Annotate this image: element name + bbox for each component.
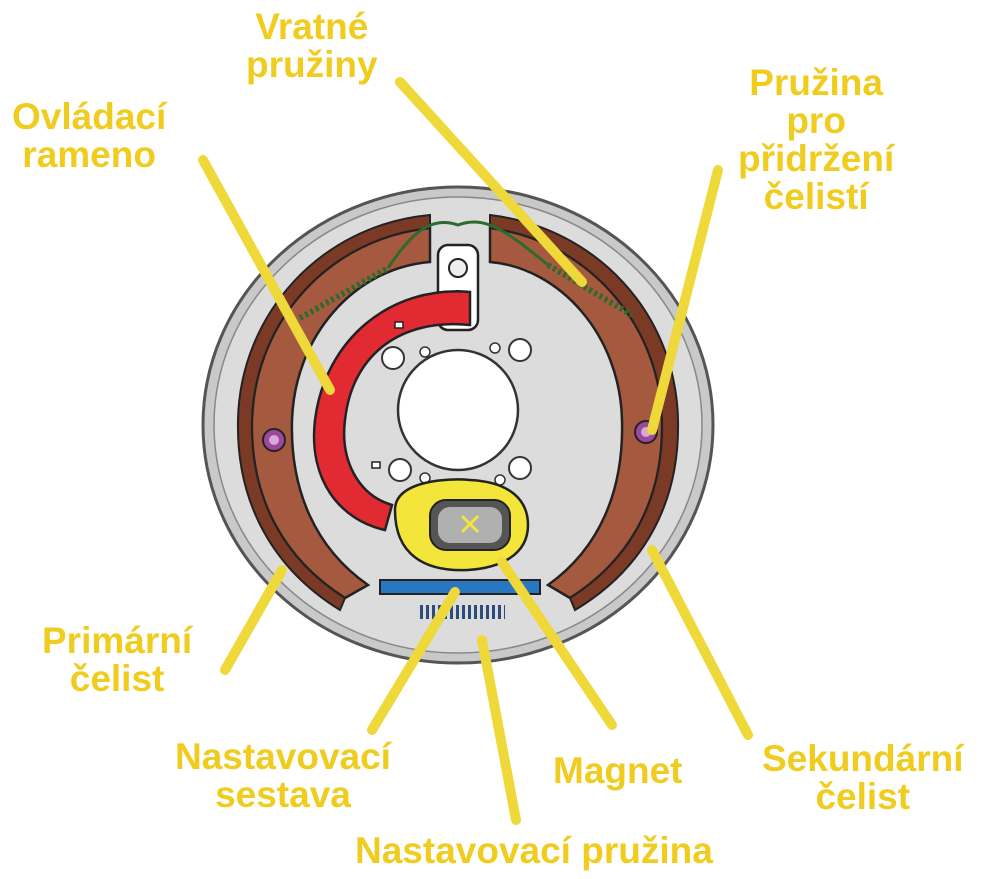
label-secondary-shoe: Sekundární čelist	[762, 740, 964, 816]
label-adjuster-assembly-line1: Nastavovací	[175, 738, 391, 776]
label-return-springs-line2: pružiny	[246, 46, 378, 84]
label-secondary-shoe-line2: čelist	[762, 778, 964, 816]
label-magnet-line1: Magnet	[553, 752, 683, 790]
label-adjuster-spring: Nastavovací pružina	[355, 832, 713, 870]
leader-actuating-arm	[203, 160, 330, 390]
label-magnet: Magnet	[553, 752, 683, 790]
label-secondary-shoe-line1: Sekundární	[762, 740, 964, 778]
leader-return-springs	[400, 82, 582, 282]
leader-adjuster-spring	[482, 640, 516, 820]
label-hold-down-spring: Pružina pro přidržení čelistí	[738, 64, 894, 216]
leader-adjuster-assembly	[372, 592, 455, 730]
leader-secondary-shoe	[652, 550, 748, 735]
label-primary-shoe-line1: Primární	[42, 622, 192, 660]
label-actuating-arm-line1: Ovládací	[12, 98, 166, 136]
label-adjuster-assembly-line2: sestava	[175, 776, 391, 814]
label-hold-down-spring-line2: pro	[738, 102, 894, 140]
label-primary-shoe-line2: čelist	[42, 660, 192, 698]
label-actuating-arm: Ovládací rameno	[12, 98, 166, 174]
label-hold-down-spring-line4: čelistí	[738, 178, 894, 216]
leader-magnet	[502, 562, 612, 725]
leader-primary-shoe	[225, 570, 282, 670]
label-hold-down-spring-line1: Pružina	[738, 64, 894, 102]
label-adjuster-spring-line1: Nastavovací pružina	[355, 832, 713, 870]
label-hold-down-spring-line3: přidržení	[738, 140, 894, 178]
label-adjuster-assembly: Nastavovací sestava	[175, 738, 391, 814]
leader-hold-down-spring	[652, 170, 718, 430]
label-return-springs: Vratné pružiny	[246, 8, 378, 84]
label-actuating-arm-line2: rameno	[12, 136, 166, 174]
label-return-springs-line1: Vratné	[246, 8, 378, 46]
label-primary-shoe: Primární čelist	[42, 622, 192, 698]
